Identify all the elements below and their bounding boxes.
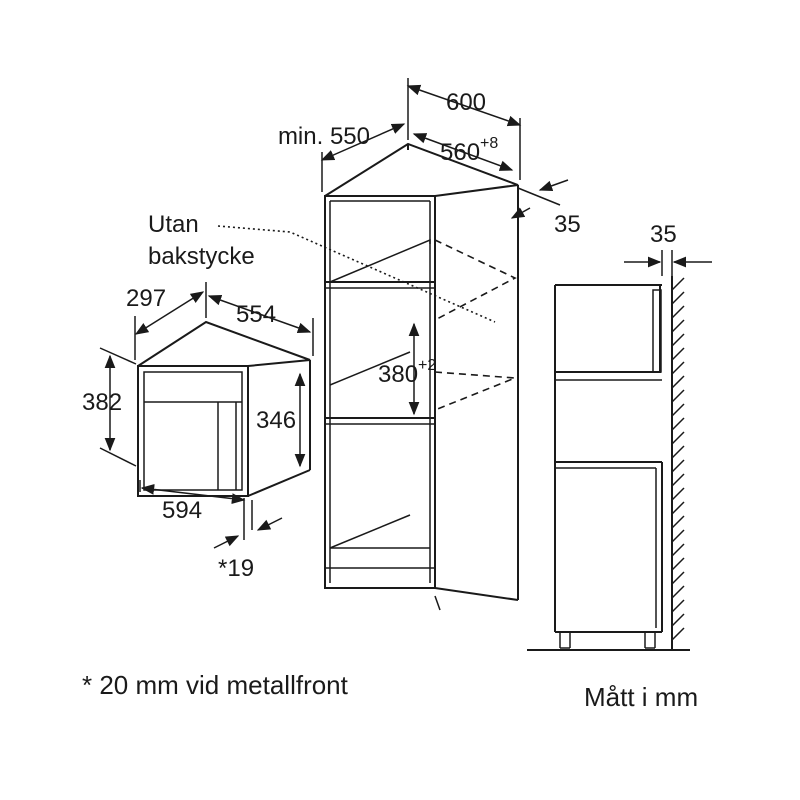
dim-346-label: 346	[256, 407, 296, 434]
dim-35-top: 35	[510, 179, 581, 238]
footnote-metal-front: * 20 mm vid metallfront	[82, 670, 349, 700]
dim-554-label: 554	[236, 301, 276, 328]
dim-554: 554	[205, 282, 314, 356]
dim-380-label: 380+2	[378, 357, 436, 388]
dim-35-wall-label: 35	[650, 221, 677, 248]
dim-594-label: 594	[162, 497, 202, 524]
dim-382: 382	[82, 347, 137, 467]
tall-cabinet	[217, 142, 519, 611]
back-panel-label: Utan bakstycke	[148, 211, 255, 270]
dim-382-label: 382	[82, 389, 122, 416]
dim-346: 346	[256, 372, 306, 468]
dim-35-top-label: 35	[554, 211, 581, 238]
oven-appliance	[137, 320, 311, 497]
dim-380: 380+2	[378, 322, 436, 416]
dim-560-tolerance: +8	[480, 135, 498, 152]
dim-min-550-label: min. 550	[278, 123, 370, 150]
dim-380-value: 380	[378, 361, 418, 388]
side-section	[527, 276, 690, 651]
dim-297: 297	[126, 285, 205, 360]
back-panel-label-line2: bakstycke	[148, 243, 255, 270]
dim-min-550: min. 550	[278, 123, 406, 192]
dim-19: *19	[213, 500, 283, 582]
dim-35-wall: 35	[624, 221, 712, 276]
dim-600: 600	[406, 78, 522, 180]
dim-594: 594	[139, 480, 246, 540]
dim-560-label: 560+8	[440, 135, 498, 166]
wall-hatching	[671, 277, 685, 641]
back-panel-label-line1: Utan	[148, 211, 199, 238]
dim-380-tolerance: +2	[418, 357, 436, 374]
dim-19-label: *19	[218, 555, 254, 582]
dim-560: 560+8	[412, 133, 514, 171]
units-note: Mått i mm	[584, 682, 698, 712]
dim-560-value: 560	[440, 139, 480, 166]
dim-600-label: 600	[446, 89, 486, 116]
dim-297-label: 297	[126, 285, 166, 312]
